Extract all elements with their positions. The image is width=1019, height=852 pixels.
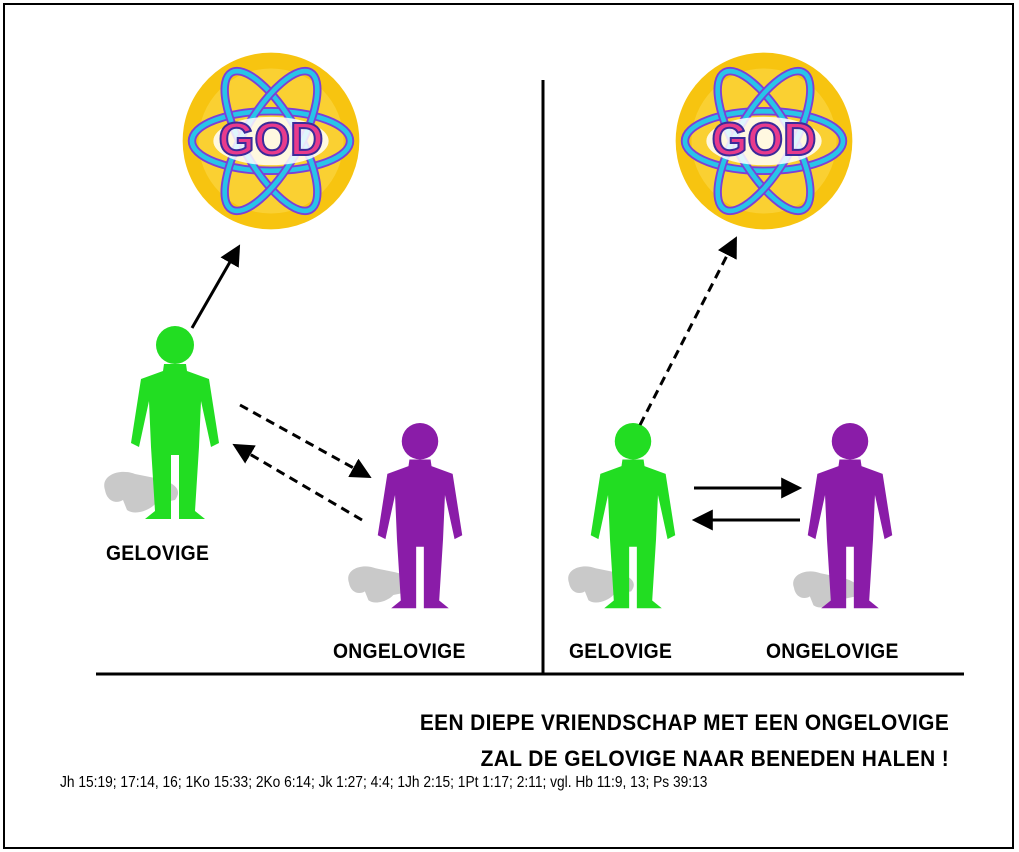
unbeliever-label-left: ONGELOVIGE — [333, 640, 466, 663]
arrow-believer-to-unbeliever-dashed — [239, 403, 372, 479]
shadow-unbeliever-right — [793, 571, 859, 608]
god-logo-right: GOD — [676, 53, 853, 230]
svg-text:GOD: GOD — [219, 113, 324, 165]
god-logo-left: GOD — [183, 53, 360, 230]
arrow-unbeliever-to-believer-dashed — [232, 443, 363, 522]
believer-label-left: GELOVIGE — [106, 542, 210, 565]
caption-line-1: EEN DIEPE VRIENDSCHAP MET EEN ONGELOVIGE — [419, 710, 949, 735]
scripture-references: Jh 15:19; 17:14, 16; 1Ko 15:33; 2Ko 6:14… — [60, 774, 708, 791]
unbeliever-label-right: ONGELOVIGE — [766, 640, 899, 663]
believer-label-right: GELOVIGE — [569, 640, 673, 663]
caption-line-2: ZAL DE GELOVIGE NAAR BENEDEN HALEN ! — [480, 746, 949, 771]
arrow-believer-to-god-dashed — [638, 236, 737, 426]
diagram-frame — [3, 3, 1014, 849]
svg-text:GOD: GOD — [712, 113, 817, 165]
arrow-believer-to-god — [190, 244, 241, 329]
